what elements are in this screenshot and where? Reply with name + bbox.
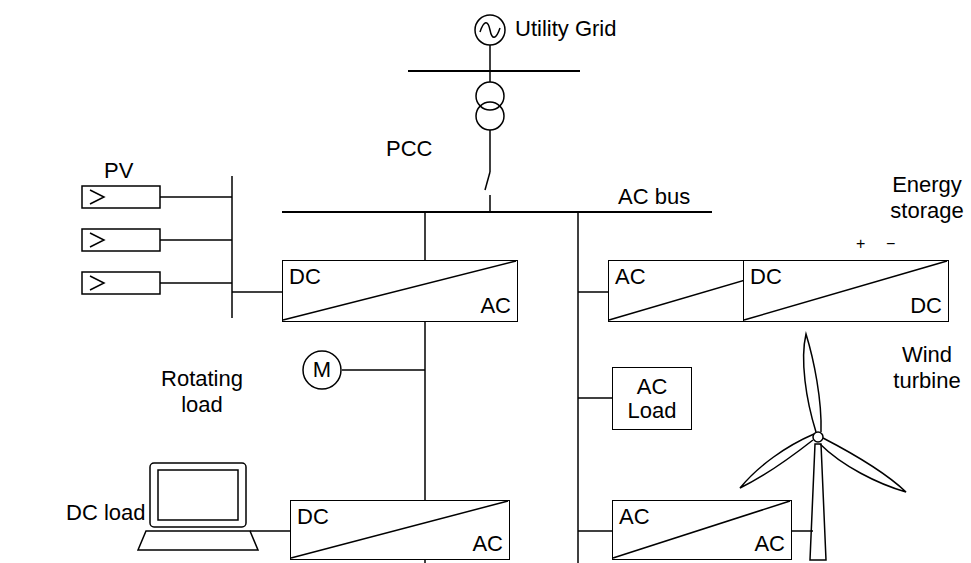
generator-symbol: [475, 15, 505, 45]
storage-label: Energy storage: [884, 172, 970, 225]
pv-label: PV: [104, 158, 133, 184]
motor-circle: M: [302, 350, 342, 390]
source-label: Utility Grid: [515, 16, 616, 42]
converter-side-label: DC: [750, 265, 782, 288]
pcc-label: PCC: [386, 136, 432, 162]
load-label: Rotating load: [150, 366, 254, 419]
laptop-icon: [138, 463, 290, 550]
wire: [578, 530, 612, 532]
converter-side-label: DC: [910, 294, 942, 317]
wire: [489, 45, 491, 71]
switch-symbol: [485, 172, 490, 190]
converter-side-label: AC: [480, 294, 511, 317]
converter-box: DC DC: [743, 260, 949, 322]
wire: [342, 369, 425, 371]
wire: [489, 130, 491, 172]
converter-box: DC AC: [290, 500, 510, 560]
load-box: AC Load: [612, 367, 692, 430]
turbine-label: Wind turbine: [884, 342, 970, 395]
bus-feeder: [577, 212, 579, 563]
polarity-sign: +: [856, 234, 865, 253]
polarity-sign: −: [886, 234, 895, 253]
load-label: DC load: [66, 500, 145, 526]
converter-box: DC AC: [282, 260, 518, 322]
converter-side-label: AC: [615, 265, 646, 288]
sine-symbol: [480, 23, 500, 38]
grid-bus: [408, 70, 580, 72]
pv-panels: [82, 176, 282, 318]
converter-side-label: DC: [297, 505, 329, 528]
wire: [489, 71, 491, 82]
node-label: M: [313, 358, 331, 381]
bus-label: AC bus: [618, 184, 690, 210]
wire: [578, 291, 608, 293]
wire: [578, 397, 612, 399]
wire: [489, 195, 491, 212]
converter-box: AC AC: [612, 500, 792, 560]
converter-side-label: AC: [754, 532, 785, 555]
node-label: AC Load: [617, 375, 687, 421]
transformer-winding: [476, 102, 504, 130]
converter-side-label: DC: [289, 265, 321, 288]
converter-side-label: AC: [619, 505, 650, 528]
ac-bus: [282, 211, 712, 213]
converter-side-label: AC: [472, 532, 503, 555]
